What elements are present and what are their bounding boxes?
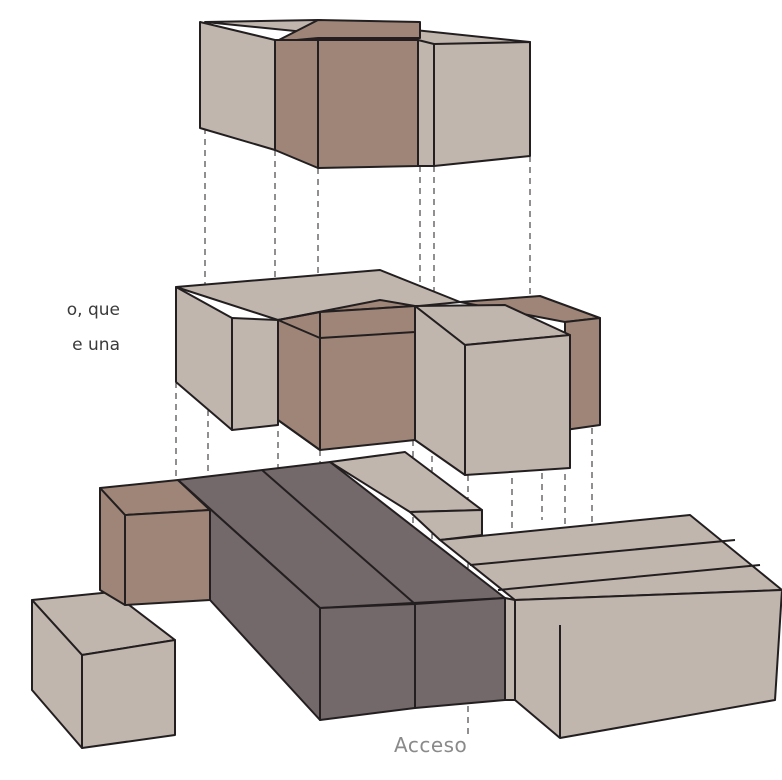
cropped-text-line-2: e una [72, 335, 120, 355]
access-label: Acceso [394, 733, 468, 757]
upper-floor-volume [199, 19, 531, 169]
middle-floor-volume [175, 269, 601, 476]
cropped-text-line-1: o, que [66, 300, 120, 320]
ground-floor-volume [31, 451, 782, 749]
